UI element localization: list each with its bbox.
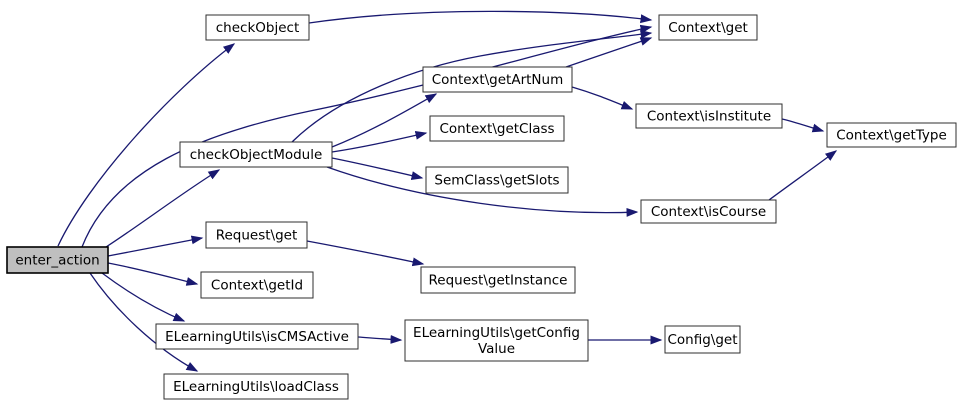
- edge-check-object-module-to-is-course: [326, 166, 639, 217]
- node-check-object-module-label: checkObjectModule: [190, 147, 323, 163]
- edge-enter-action-to-check-object: [57, 43, 236, 247]
- node-context-get-class-box: [429, 115, 565, 142]
- node-context-get-type-box: [826, 122, 957, 148]
- edge-enter-action-to-is-cms-active: [101, 272, 186, 322]
- node-enter-action-box: [6, 246, 109, 274]
- node-check-object[interactable]: checkObject: [205, 14, 310, 41]
- node-context-is-institute-box: [635, 103, 783, 129]
- edge-enter-action-to-check-object-module: [105, 169, 221, 248]
- node-context-get-box: [658, 14, 758, 41]
- node-elearning-utils-is-cms-active-label: ELearningUtils\isCMSActive: [165, 329, 349, 345]
- edge-check-object-module-to-context-get: [291, 29, 653, 143]
- node-elearning-utils-get-config-value-label-line2: Value: [478, 341, 515, 357]
- edge-request-get-to-get-instance: [306, 240, 425, 267]
- node-elearning-utils-is-cms-active[interactable]: ELearningUtils\isCMSActive: [155, 323, 359, 350]
- node-context-get-type[interactable]: Context\getType: [826, 122, 957, 148]
- edge-is-course-to-get-type: [768, 150, 838, 201]
- node-request-get-instance-label: Request\getInstance: [429, 273, 568, 289]
- node-request-get-instance-box: [420, 266, 576, 294]
- node-enter-action[interactable]: enter_action: [6, 246, 109, 274]
- edge-enter-action-to-load-class: [89, 272, 199, 372]
- edge-group: [57, 10, 838, 372]
- node-request-get-box: [205, 221, 308, 249]
- node-context-get-label: Context\get: [668, 20, 748, 36]
- node-elearning-utils-get-config-value-label-line1: ELearningUtils\getConfig: [413, 325, 580, 341]
- node-context-get-art-num-box: [422, 66, 573, 93]
- node-context-get-id-box: [200, 271, 314, 299]
- edge-is-institute-to-get-type: [781, 118, 825, 133]
- edge-enter-action-to-context-get: [81, 24, 653, 248]
- node-context-get-type-label: Context\getType: [836, 128, 947, 144]
- edge-check-object-module-to-get-slots: [331, 157, 424, 180]
- node-context-is-institute[interactable]: Context\isInstitute: [635, 103, 783, 129]
- node-sem-class-get-slots-label: SemClass\getSlots: [434, 173, 559, 189]
- node-context-get-class-label: Context\getClass: [439, 121, 554, 137]
- node-context-get-art-num-label: Context\getArtNum: [432, 72, 564, 88]
- node-context-get-id-label: Context\getId: [211, 278, 303, 294]
- node-sem-class-get-slots-box: [425, 166, 569, 194]
- node-request-get-label: Request\get: [216, 228, 298, 244]
- node-check-object-module-box: [179, 141, 333, 168]
- node-context-get[interactable]: Context\get: [658, 14, 758, 41]
- node-context-is-institute-label: Context\isInstitute: [647, 109, 771, 125]
- node-context-get-art-num[interactable]: Context\getArtNum: [422, 66, 573, 93]
- node-sem-class-get-slots[interactable]: SemClass\getSlots: [425, 166, 569, 194]
- node-context-get-id[interactable]: Context\getId: [200, 271, 314, 299]
- edge-get-art-num-to-context-get: [565, 37, 653, 68]
- node-check-object-module[interactable]: checkObjectModule: [179, 141, 333, 168]
- edge-check-object-module-to-get-art-num: [331, 93, 438, 148]
- edge-check-object-to-context-get: [308, 10, 653, 24]
- edge-check-object-module-to-get-class: [331, 130, 428, 153]
- node-check-object-box: [205, 14, 310, 41]
- edge-is-cms-active-to-get-config-value: [357, 334, 403, 344]
- edge-get-art-num-to-is-institute: [571, 86, 634, 110]
- node-config-get-box: [664, 325, 741, 354]
- node-elearning-utils-get-config-value[interactable]: ELearningUtils\getConfig Value: [404, 319, 589, 362]
- edge-enter-action-to-request-get: [107, 235, 204, 257]
- edge-enter-action-to-context-get-id: [107, 262, 199, 286]
- node-elearning-utils-load-class-box: [163, 373, 349, 400]
- node-context-is-course-box: [640, 199, 777, 224]
- node-context-is-course[interactable]: Context\isCourse: [640, 199, 777, 224]
- node-request-get[interactable]: Request\get: [205, 221, 308, 249]
- node-elearning-utils-is-cms-active-box: [155, 323, 359, 350]
- node-context-is-course-label: Context\isCourse: [651, 204, 766, 220]
- node-elearning-utils-get-config-value-box: [404, 319, 589, 362]
- node-check-object-label: checkObject: [216, 20, 300, 36]
- node-elearning-utils-load-class-label: ELearningUtils\loadClass: [173, 379, 339, 395]
- node-context-get-class[interactable]: Context\getClass: [429, 115, 565, 142]
- node-request-get-instance[interactable]: Request\getInstance: [420, 266, 576, 294]
- node-enter-action-label: enter_action: [15, 253, 99, 269]
- node-config-get-label: Config\get: [667, 332, 737, 348]
- node-elearning-utils-load-class[interactable]: ELearningUtils\loadClass: [163, 373, 349, 400]
- node-config-get[interactable]: Config\get: [664, 325, 741, 354]
